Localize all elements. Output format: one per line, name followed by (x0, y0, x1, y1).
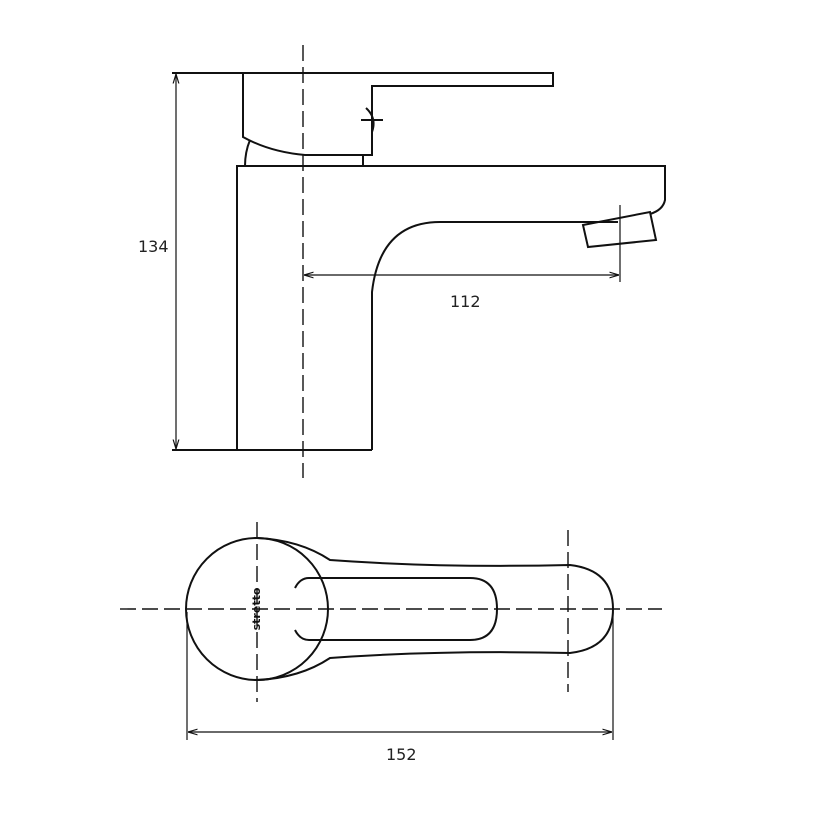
reach-dimension-label: 112 (450, 292, 481, 311)
faucet-body (172, 165, 666, 451)
side-view (172, 45, 666, 478)
handle-pivot (361, 107, 383, 133)
aerator (581, 210, 658, 249)
length-dimension-label: 152 (386, 745, 417, 764)
handle-base (244, 139, 364, 167)
logo: stretto (250, 587, 263, 630)
handle-outline (256, 537, 615, 681)
handle-slot (294, 577, 499, 641)
top-view: stretto (120, 522, 662, 740)
lever-handle (172, 72, 554, 156)
height-dimension-label: 134 (138, 237, 169, 256)
